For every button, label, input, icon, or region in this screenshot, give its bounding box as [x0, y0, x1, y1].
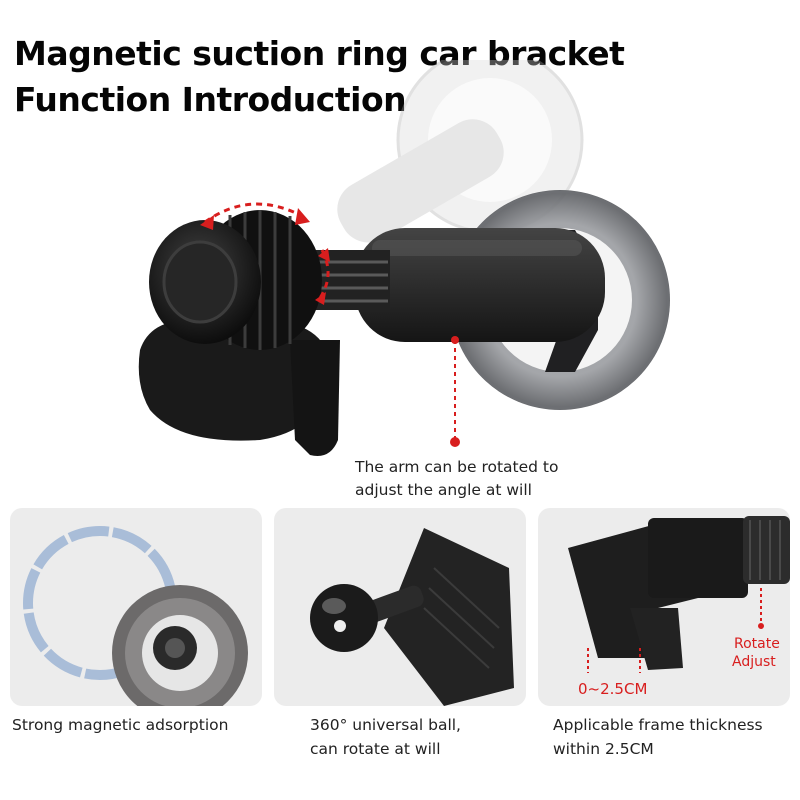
magnetic-ring-icon — [23, 526, 248, 706]
page-subtitle: Function Introduction — [14, 80, 407, 119]
adjust-knob — [149, 210, 322, 350]
caption-thickness-line-2: within 2.5CM — [553, 740, 654, 758]
callout-line-1: The arm can be rotated to — [355, 458, 559, 476]
caption-magnetic: Strong magnetic adsorption — [12, 713, 228, 737]
page-title: Magnetic suction ring car bracket — [14, 34, 625, 73]
thickness-label: 0~2.5CM — [578, 680, 647, 698]
feature-panel-magnetic — [10, 508, 262, 706]
feature-panel-thickness: Rotate Adjust 0~2.5CM — [538, 508, 790, 706]
hero-product-image — [138, 60, 670, 456]
ghost-ring — [337, 60, 584, 243]
universal-ball-icon — [310, 528, 514, 706]
bracket-arm — [355, 228, 605, 342]
arm-rotation-callout: The arm can be rotated to adjust the ang… — [355, 456, 558, 502]
caption-thickness: Applicable frame thickness within 2.5CM — [553, 713, 763, 761]
caption-ball-line-1: 360° universal ball, — [310, 716, 461, 734]
caption-ball: 360° universal ball, can rotate at will — [310, 713, 461, 761]
rotate-label-1: Rotate — [734, 636, 780, 652]
caption-magnetic-line-1: Strong magnetic adsorption — [12, 716, 229, 734]
caption-thickness-line-1: Applicable frame thickness — [553, 716, 763, 734]
caption-ball-line-2: can rotate at will — [310, 740, 441, 758]
callout-pointer — [450, 336, 460, 447]
callout-line-2: adjust the angle at will — [355, 481, 532, 499]
feature-panel-ball — [274, 508, 526, 706]
rotate-label-2: Adjust — [732, 654, 776, 670]
